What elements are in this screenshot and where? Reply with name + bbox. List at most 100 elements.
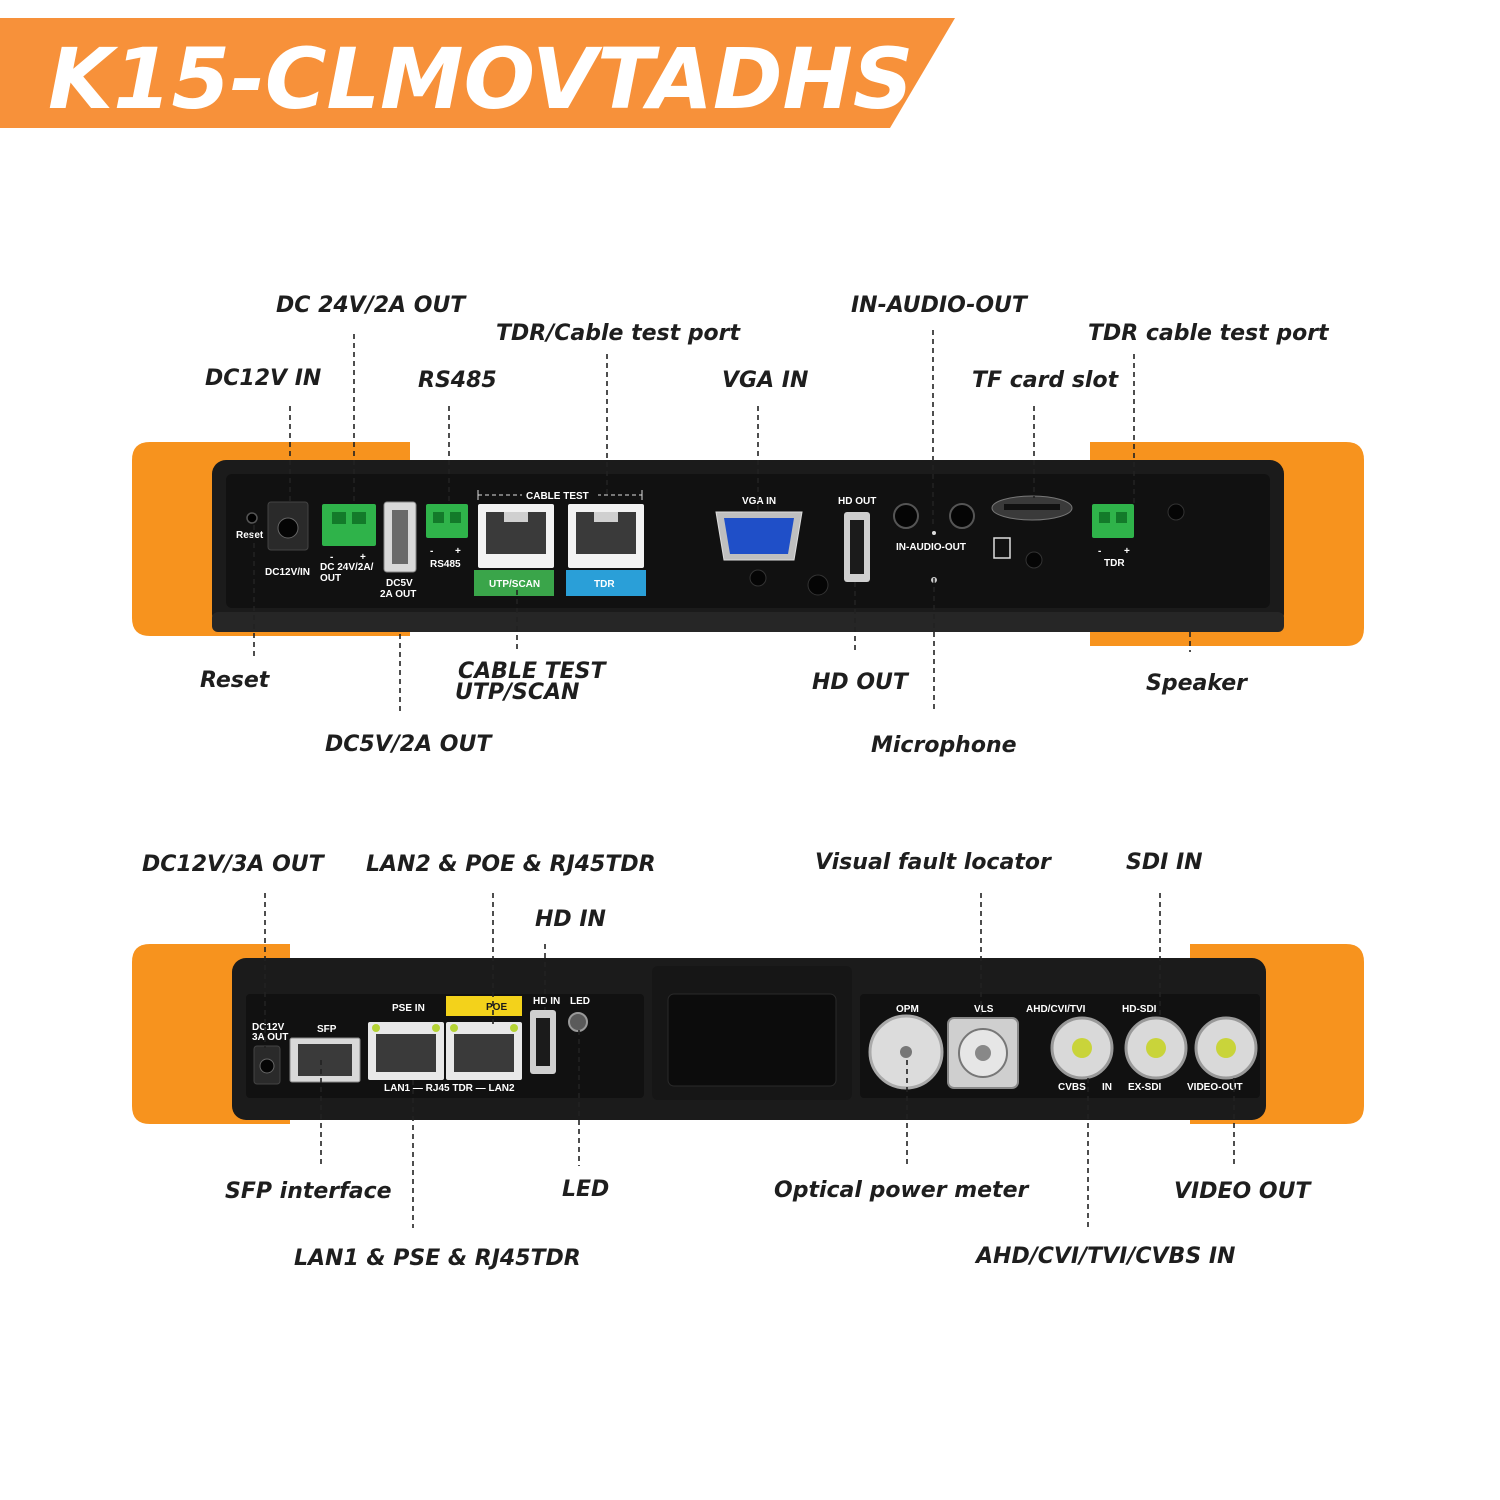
usb-port-inner (392, 510, 408, 564)
rs485-plus: + (455, 546, 461, 557)
lan1-led-right (432, 1024, 440, 1032)
dc24v-terminal (322, 504, 376, 546)
dc5-label-2: 2A OUT (380, 589, 416, 600)
ex-sdi-label: EX-SDI (1128, 1082, 1162, 1093)
dc24v-terminal-slot-1 (332, 512, 346, 524)
callout-rs485: RS485 (418, 368, 497, 393)
dc24v-terminal-slot-2 (352, 512, 366, 524)
center-recess-inner (667, 993, 837, 1087)
pse-in-label: PSE IN (392, 1003, 425, 1014)
callout-dc24-out: DC 24V/2A OUT (276, 293, 467, 318)
dc12v-in-hole (277, 517, 299, 539)
callout-microphone: Microphone (871, 733, 1017, 758)
bottom-device: DC12V 3A OUT SFP PSE IN POE LAN1 — RJ45 … (132, 944, 1364, 1124)
dc12-out-hole (259, 1058, 275, 1074)
bnc-cvbs-center (1072, 1038, 1092, 1058)
tdr-terminal-slot-1 (1099, 512, 1110, 523)
dc12vin-label: DC12V/IN (265, 567, 310, 578)
utp-scan-tag (474, 570, 554, 596)
dc12-out-label-2: 3A OUT (252, 1032, 288, 1043)
led-port-label: LED (570, 996, 590, 1007)
rs485-terminal (426, 504, 468, 538)
callout-reset: Reset (200, 668, 271, 693)
vga-screw-right (807, 574, 829, 596)
opm-label: OPM (896, 1004, 919, 1015)
bnc-video-out-center (1216, 1038, 1236, 1058)
vga-connector-blue (724, 518, 794, 554)
callout-visual-fault: Visual fault locator (815, 850, 1052, 875)
callout-sfp-interface: SFP interface (225, 1179, 392, 1204)
in-label: IN (1102, 1082, 1112, 1093)
microphone-hole (932, 531, 936, 535)
hd-sdi-label: HD-SDI (1122, 1004, 1157, 1015)
tdr-terminal-slot-2 (1116, 512, 1127, 523)
lan2-led-left (450, 1024, 458, 1032)
callout-cable-test-2: UTP/SCAN (455, 680, 579, 705)
vga-screw-left (749, 569, 767, 587)
tf-card-icon (993, 537, 1011, 559)
banner-title: K15-CLMOVTADHS (48, 30, 913, 128)
opm-connector-core (900, 1046, 912, 1058)
callout-dc12-3a-out: DC12V/3A OUT (142, 852, 326, 877)
top-leader-lines (253, 330, 1191, 712)
tdr-tag-label: TDR (594, 579, 615, 590)
vga-in-label: VGA IN (742, 496, 776, 507)
hdmi-out-opening (850, 520, 864, 574)
cvbs-label: CVBS (1058, 1082, 1086, 1093)
cable-test-label: CABLE TEST (526, 491, 589, 502)
callout-dc5-out: DC5V/2A OUT (325, 732, 493, 757)
sfp-port-opening (298, 1044, 352, 1076)
callout-sdi-in: SDI IN (1126, 850, 1203, 875)
callout-tdr-cable-port: TDR/Cable test port (496, 321, 742, 346)
poe-tag-label: POE (486, 1002, 507, 1013)
callout-video-out: VIDEO OUT (1174, 1179, 1312, 1204)
lan1-opening (376, 1034, 436, 1072)
tdr-terminal-minus: - (1098, 546, 1101, 557)
rj45-utp-latch (504, 512, 528, 522)
hdmi-in-opening (536, 1018, 550, 1066)
callout-in-audio-out: IN-AUDIO-OUT (851, 293, 1029, 318)
lan-row-label: LAN1 — RJ45 TDR — LAN2 (384, 1083, 515, 1094)
bnc-ex-sdi-center (1146, 1038, 1166, 1058)
cable-test-label-bg (522, 488, 598, 501)
poe-tag (446, 996, 522, 1016)
callout-optical-power: Optical power meter (774, 1178, 1029, 1203)
top-device: Reset DC12V/IN - + DC 24V/2A/ OUT DC5V 2… (132, 442, 1364, 646)
vls-label: VLS (974, 1004, 994, 1015)
dc24-label-2: OUT (320, 573, 341, 584)
lan1-led-left (372, 1024, 380, 1032)
reset-button-hole (246, 512, 258, 524)
hd-in-port-label: HD IN (533, 996, 560, 1007)
in-audio-out-label: IN-AUDIO-OUT (896, 542, 966, 553)
dc24-minus: - (330, 552, 333, 563)
tf-card-slot-opening (1004, 504, 1060, 510)
callout-dc12-in: DC12V IN (205, 366, 321, 391)
dc12-out-label-1: DC12V (252, 1022, 285, 1033)
dc5-label-1: DC5V (386, 578, 413, 589)
led-indicator (568, 1012, 588, 1032)
dc24-plus: + (360, 552, 366, 563)
lan2-opening (454, 1034, 514, 1072)
rs485-minus: - (430, 546, 433, 557)
tdr-terminal-label: TDR (1104, 558, 1125, 569)
rs485-slot-1 (433, 512, 444, 523)
callout-led: LED (562, 1177, 609, 1202)
callout-lan1-pse: LAN1 & PSE & RJ45TDR (294, 1246, 581, 1271)
bottom-leader-lines (264, 893, 1235, 1228)
callout-tdr-cable-test-port: TDR cable test port (1088, 321, 1330, 346)
utp-scan-tag-label: UTP/SCAN (489, 579, 540, 590)
callout-hd-in: HD IN (535, 907, 606, 932)
callout-cable-test-1: CABLE TEST (458, 659, 608, 684)
callout-ahd-in: AHD/CVI/TVI/CVBS IN (974, 1244, 1235, 1269)
callout-speaker: Speaker (1146, 671, 1248, 696)
ahd-label: AHD/CVI/TVI (1026, 1004, 1086, 1015)
rs485-slot-2 (450, 512, 461, 523)
callout-hd-out: HD OUT (812, 670, 910, 695)
lan2-led-right (510, 1024, 518, 1032)
video-out-port-label: VIDEO-OUT (1187, 1082, 1243, 1093)
body-bottom-edge (212, 612, 1284, 632)
tdr-terminal (1092, 504, 1134, 538)
title-banner (0, 18, 955, 128)
sfp-label: SFP (317, 1024, 337, 1035)
